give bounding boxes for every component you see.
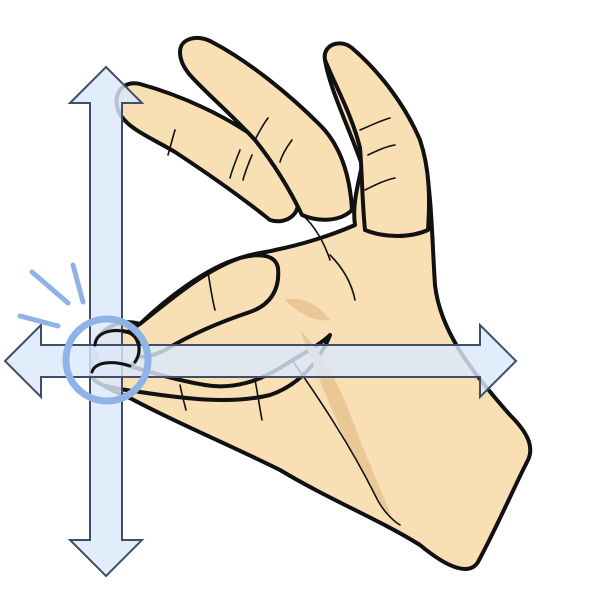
horizontal-double-arrow-icon bbox=[3, 322, 518, 400]
pinch-ring-icon bbox=[62, 315, 152, 405]
pinch-rays-icon bbox=[17, 262, 86, 329]
hand-creases bbox=[167, 117, 401, 526]
pinch-hand-icon bbox=[89, 35, 533, 571]
hand-middle-finger bbox=[178, 35, 354, 222]
hand-ring-finger bbox=[322, 41, 432, 238]
pinch-fingertips bbox=[90, 329, 141, 374]
hand-shadow bbox=[300, 330, 395, 525]
hand-shadow-2 bbox=[285, 298, 330, 321]
